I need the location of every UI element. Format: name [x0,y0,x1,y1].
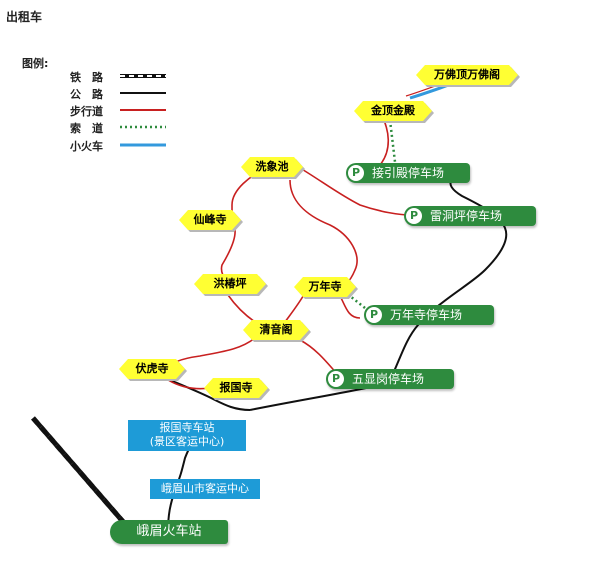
legend-label-walk: 步行道 [70,105,103,118]
spot-baoguosi[interactable]: 报国寺 [204,378,268,398]
station-baoguosi[interactable]: 报国寺车站 (景区客运中心) [128,420,246,451]
spot-xixiangchi[interactable]: 洗象池 [241,157,303,177]
parking-icon: P [406,208,422,224]
spot-qingyinge[interactable]: 清音阁 [243,320,309,340]
parking-label: 接引殿停车场 [372,166,445,180]
walk-wannian-qingyin [284,292,306,323]
parking-label: 五显岗停车场 [352,372,425,386]
parking-wanniansi[interactable]: P 万年寺停车场 [364,305,494,325]
page-title: 出租车 [6,10,43,24]
spot-xianfengsi[interactable]: 仙峰寺 [179,210,241,230]
legend-label-rail: 铁 路 [70,71,103,84]
walk-xixiang-wannian [289,179,358,289]
station-baoguosi-sub: (景区客运中心) [149,435,225,448]
parking-jieyindian[interactable]: P 接引殿停车场 [346,163,470,183]
parking-icon: P [366,307,382,323]
walkway-network [164,111,411,390]
walk-xixiang-leidong [299,167,411,216]
parking-wuxiangang[interactable]: P 五显岗停车场 [326,369,454,389]
parking-icon: P [348,165,364,181]
legend-label-cable: 索 道 [70,122,103,135]
spot-hongchunping[interactable]: 洪椿坪 [194,274,266,294]
station-baoguosi-name: 报国寺车站 [159,421,215,434]
station-emeishan-city[interactable]: 峨眉山市客运中心 [150,479,260,499]
parking-icon: P [328,371,344,387]
legend-label-road: 公 路 [70,88,103,101]
legend-symbols [120,74,166,147]
spot-wanfoding[interactable]: 万佛顶万佛阁 [416,65,518,85]
walk-hongchun-qingyin [227,294,256,323]
parking-label: 万年寺停车场 [390,308,463,322]
legend-title: 图例: [22,57,49,70]
spot-fuhusi[interactable]: 伏虎寺 [119,359,185,379]
station-train[interactable]: 峨眉火车站 [110,520,228,544]
spot-jinding[interactable]: 金顶金殿 [354,101,432,121]
cable-jinding [388,119,397,163]
parking-label: 雷洞坪停车场 [430,209,503,223]
spot-wanniansi[interactable]: 万年寺 [294,277,356,297]
railway-line-dashes [31,416,134,534]
legend-label-minitrain: 小火车 [70,140,103,153]
road-mountain [389,179,508,381]
parking-leidongping[interactable]: P 雷洞坪停车场 [404,206,536,226]
